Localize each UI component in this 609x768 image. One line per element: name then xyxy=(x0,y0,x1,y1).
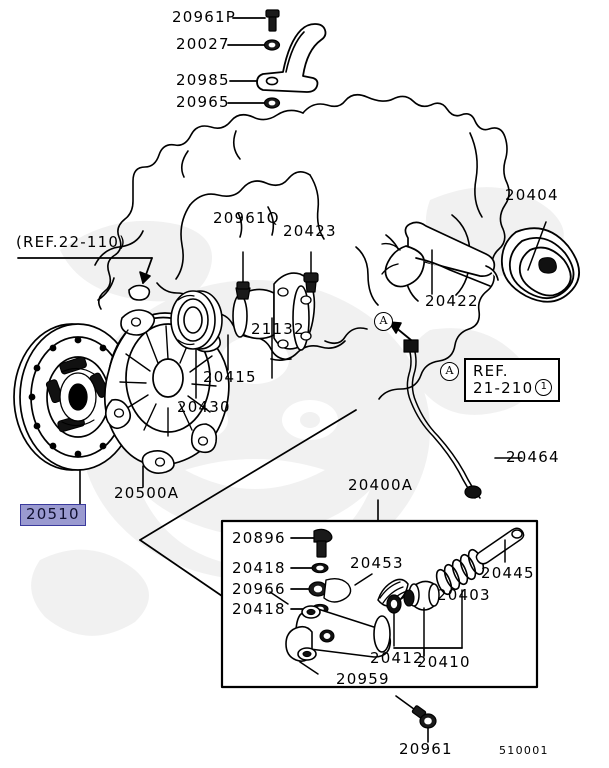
part-label-20966: 20966 xyxy=(232,580,286,598)
part-label-20510-highlighted[interactable]: 20510 xyxy=(20,504,86,526)
part-label-20985: 20985 xyxy=(176,71,230,89)
ref-box-line2: 21-210 xyxy=(473,378,534,397)
part-label-20961P: 20961P xyxy=(172,8,236,26)
ref-box-line1: REF. xyxy=(473,362,509,380)
reference-box-21-210[interactable]: REF. 21-210 1 xyxy=(464,358,561,403)
part-label-20961Q: 20961Q xyxy=(213,209,280,227)
part-label-20896: 20896 xyxy=(232,529,286,547)
part-label-20423: 20423 xyxy=(283,222,337,240)
part-label-20410: 20410 xyxy=(417,653,471,671)
part-label-20403: 20403 xyxy=(437,586,491,604)
callout-marker-a-box: A xyxy=(440,362,459,381)
part-label-20027: 20027 xyxy=(176,35,230,53)
part-label-20400A: 20400A xyxy=(348,476,414,494)
drawing-number: 510001 xyxy=(499,744,549,757)
part-label-20415: 20415 xyxy=(203,368,257,386)
part-label-20965: 20965 xyxy=(176,93,230,111)
reference-note-22-110: (REF.22-110) xyxy=(16,233,127,251)
part-label-20430: 20430 xyxy=(177,398,231,416)
part-label-20404: 20404 xyxy=(505,186,559,204)
part-label-20961: 20961 xyxy=(399,740,453,758)
part-label-20445: 20445 xyxy=(481,564,535,582)
part-label-20464: 20464 xyxy=(506,448,560,466)
part-label-20453: 20453 xyxy=(350,554,404,572)
part-label-20418-upper: 20418 xyxy=(232,559,286,577)
part-label-20959: 20959 xyxy=(336,670,390,688)
part-label-21132: 21132 xyxy=(251,320,305,338)
part-label-20422: 20422 xyxy=(425,292,479,310)
part-label-20412: 20412 xyxy=(370,649,424,667)
ref-box-circled-number: 1 xyxy=(535,379,553,397)
callout-marker-a-line: A xyxy=(374,312,393,331)
part-label-20500A: 20500A xyxy=(114,484,180,502)
part-label-20418-lower: 20418 xyxy=(232,600,286,618)
